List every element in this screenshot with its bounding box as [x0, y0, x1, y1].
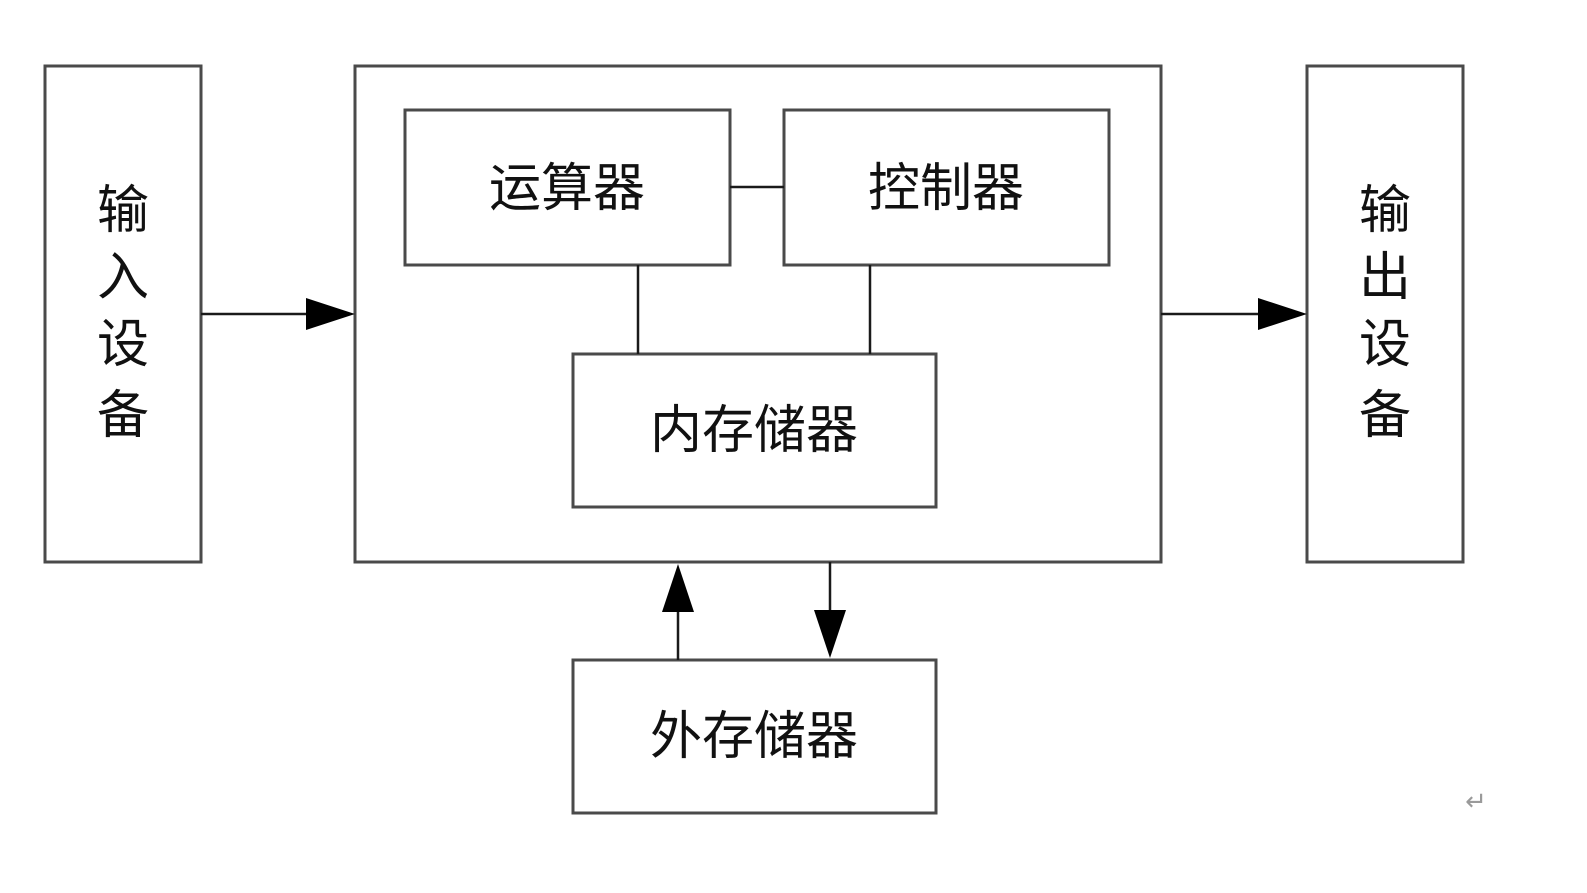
controller-label: 控制器: [868, 159, 1024, 219]
output-device-char-1: 输: [1359, 181, 1411, 241]
input-device-char-4: 备: [97, 386, 149, 446]
external-memory-label: 外存储器: [650, 707, 858, 767]
external-memory: 外存储器: [571, 658, 938, 815]
paragraph-mark: ↵: [1465, 787, 1487, 817]
controller-box: [782, 108, 1111, 267]
internal-memory-label: 内存储器: [650, 401, 858, 461]
input-device-char-1: 输: [97, 181, 149, 241]
alu-label: 运算器: [489, 159, 645, 219]
output-device-char-4: 备: [1359, 386, 1411, 446]
input-device: 输 入 设 备: [43, 64, 203, 564]
host-to-external-arrow: [814, 562, 846, 658]
host-to-output-arrow: [1161, 298, 1307, 330]
host-to-external-head: [814, 610, 846, 658]
input-to-host-arrow: [201, 298, 355, 330]
external-memory-box: [571, 658, 938, 815]
input-device-box: [43, 64, 203, 564]
output-device-char-3: 设: [1359, 315, 1411, 375]
external-to-host-head: [662, 564, 694, 612]
internal-memory: 内存储器: [571, 352, 938, 509]
host-to-output-head: [1258, 298, 1307, 330]
internal-memory-box: [571, 352, 938, 509]
input-device-char-3: 设: [97, 315, 149, 375]
external-to-host-arrow: [662, 564, 694, 660]
input-to-host-head: [306, 298, 355, 330]
alu: 运算器: [403, 108, 732, 267]
controller: 控制器: [782, 108, 1111, 267]
input-device-char-2: 入: [97, 248, 149, 308]
output-device-box: [1305, 64, 1465, 564]
output-device-char-2: 出: [1359, 248, 1411, 308]
alu-box: [403, 108, 732, 267]
output-device: 输 出 设 备: [1305, 64, 1465, 564]
